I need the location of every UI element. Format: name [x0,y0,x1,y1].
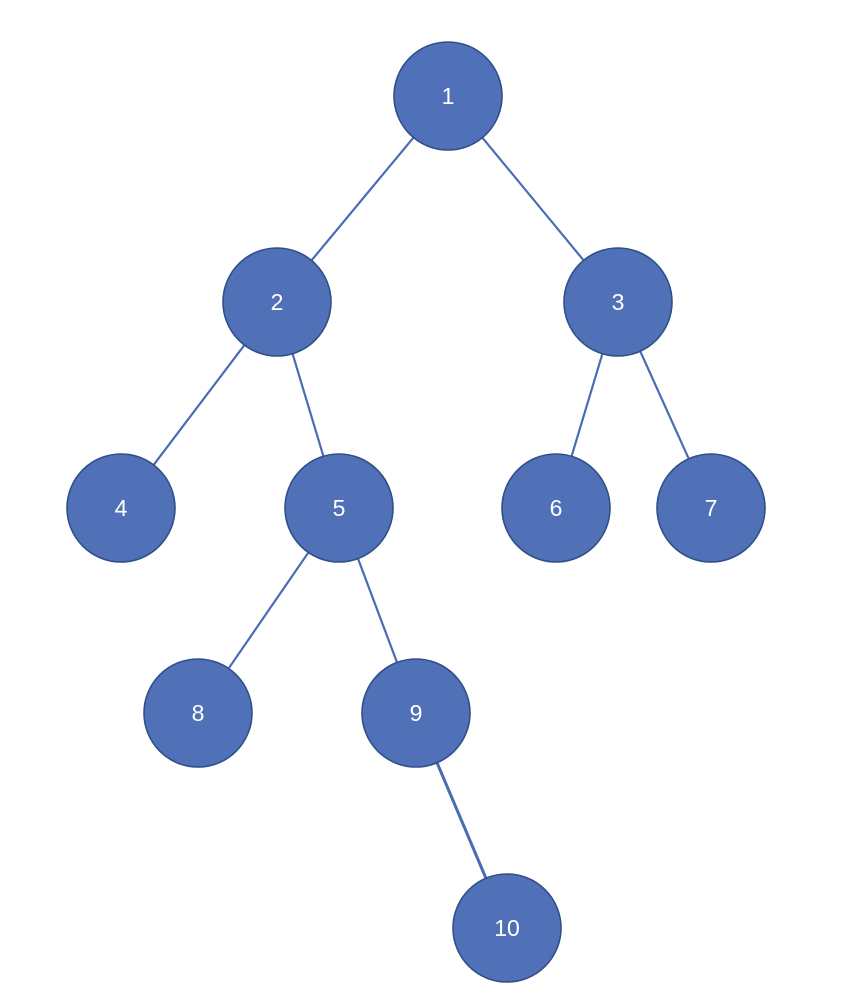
node-9: 9 [361,658,471,768]
edge-2-5 [291,353,325,457]
node-label-1: 1 [442,83,455,109]
edge-3-6 [570,353,604,457]
node-circle-6 [501,453,611,563]
node-8: 8 [143,658,253,768]
node-label-8: 8 [192,700,205,726]
node-6: 6 [501,453,611,563]
node-circle-3 [563,247,673,357]
edge-1-3 [481,136,585,262]
edge-1-2 [310,136,415,262]
node-1: 1 [393,41,503,151]
node-label-3: 3 [612,289,625,315]
edges-layer [152,136,690,879]
edge-5-9 [356,558,399,663]
node-10: 10 [452,873,562,983]
node-circle-9 [361,658,471,768]
edge-9-10 [435,762,488,879]
node-label-6: 6 [550,495,563,521]
node-label-9: 9 [410,700,423,726]
node-circle-5 [284,453,394,563]
edge-2-4 [152,344,246,466]
node-circle-10 [452,873,562,983]
node-label-7: 7 [705,495,718,521]
node-label-5: 5 [333,495,346,521]
node-5: 5 [284,453,394,563]
edge-5-8 [227,551,310,670]
node-label-4: 4 [115,495,128,521]
node-circle-4 [66,453,176,563]
node-label-2: 2 [271,289,284,315]
node-7: 7 [656,453,766,563]
node-circle-7 [656,453,766,563]
node-label-10: 10 [494,915,520,941]
edge-3-7 [639,350,690,460]
node-circle-8 [143,658,253,768]
node-4: 4 [66,453,176,563]
node-circle-2 [222,247,332,357]
node-2: 2 [222,247,332,357]
node-circle-1 [393,41,503,151]
node-3: 3 [563,247,673,357]
nodes-layer: 1 2 3 4 5 6 7 8 9 10 [66,41,766,983]
